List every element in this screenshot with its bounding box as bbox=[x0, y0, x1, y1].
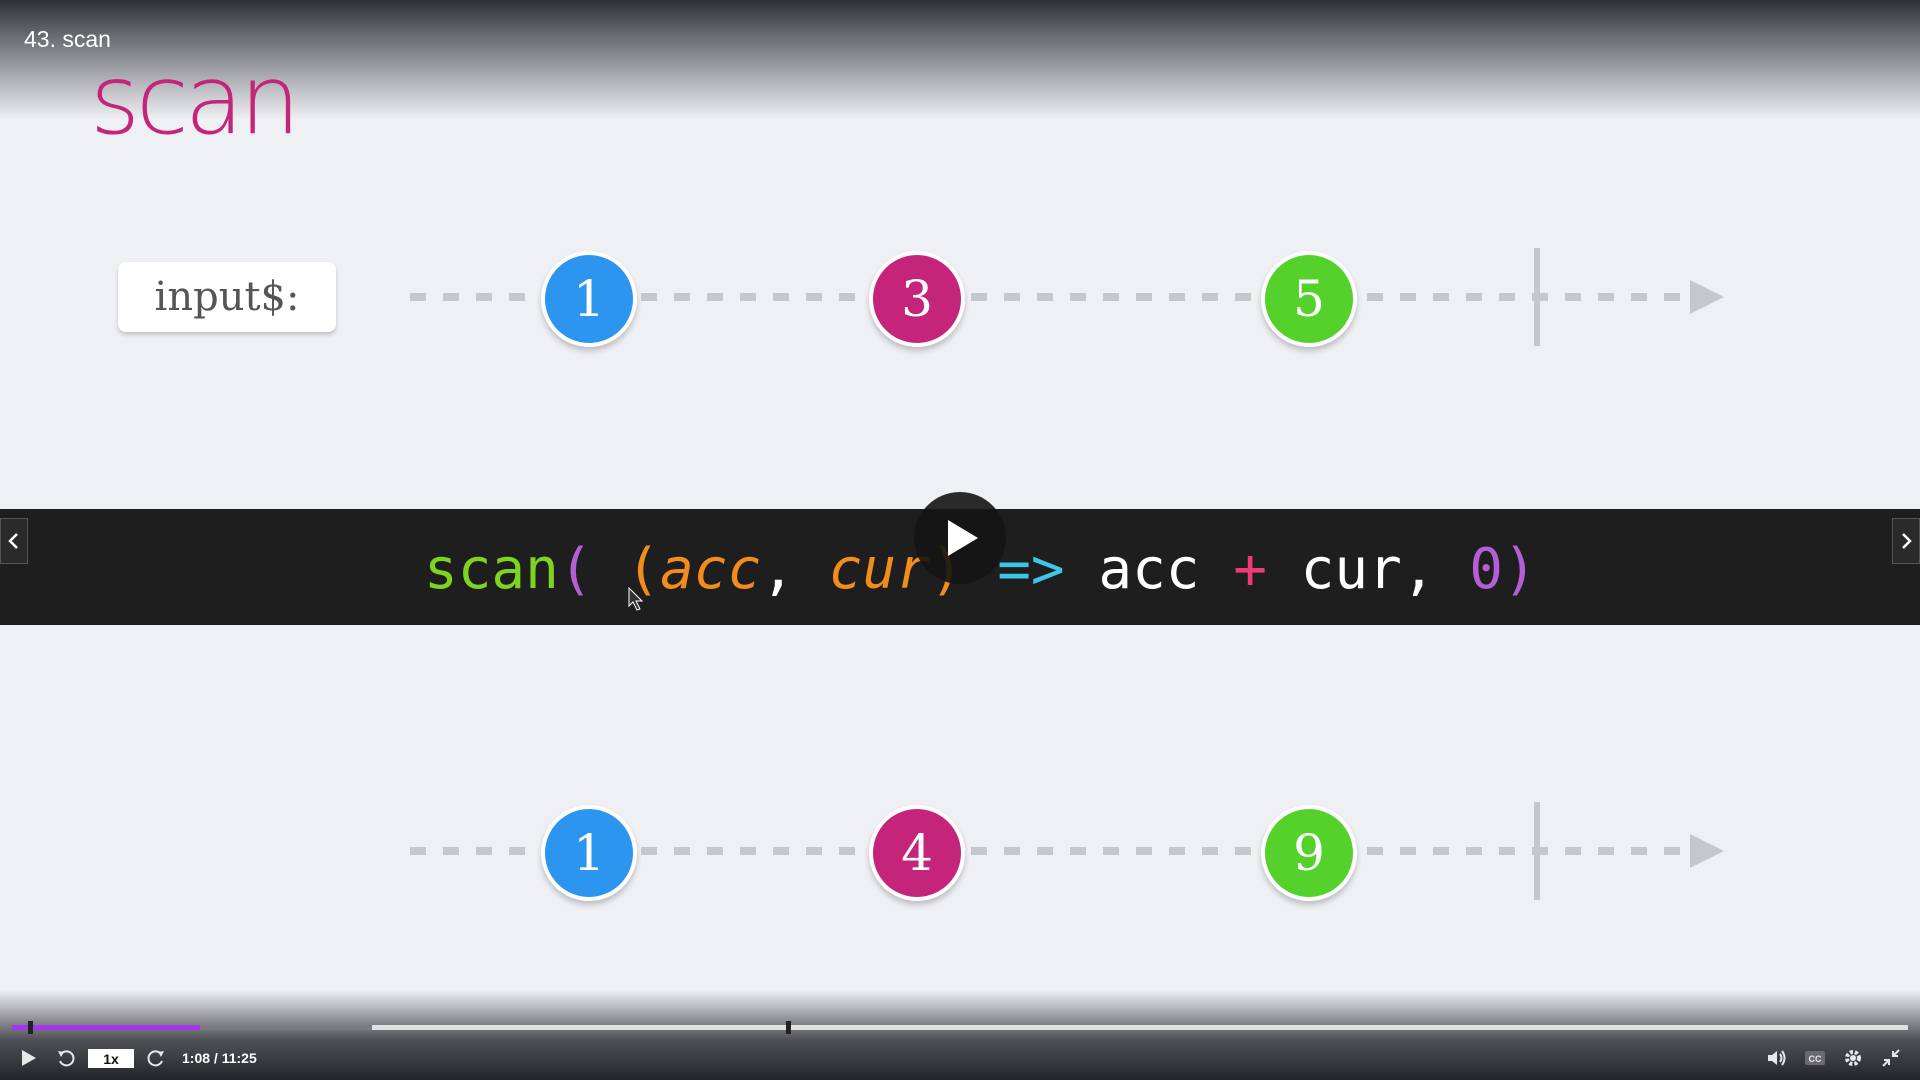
input-stream-label: input$: bbox=[118, 262, 336, 332]
player-controls: 1x 1:08 / 11:25 CC bbox=[0, 1040, 1920, 1076]
captions-button[interactable]: CC bbox=[1802, 1046, 1828, 1070]
lecture-title: 43. scan bbox=[24, 26, 111, 52]
bottom-overlay bbox=[0, 990, 1920, 1080]
code-comma-1: , bbox=[761, 537, 829, 602]
top-overlay bbox=[0, 0, 1920, 120]
input-marble-3: 5 bbox=[1261, 251, 1357, 347]
chevron-right-icon bbox=[1902, 533, 1912, 549]
code-body-cur: cur bbox=[1266, 537, 1402, 602]
code-arrow: => bbox=[963, 537, 1065, 602]
output-timeline bbox=[0, 796, 1920, 906]
forward-button[interactable] bbox=[144, 1046, 168, 1070]
rewind-button[interactable] bbox=[54, 1046, 78, 1070]
bookmark-marker[interactable] bbox=[786, 1021, 791, 1034]
code-close-paren: ) bbox=[1502, 537, 1537, 602]
chevron-left-icon bbox=[8, 533, 18, 549]
rewind-icon bbox=[58, 1050, 75, 1067]
play-icon bbox=[22, 1050, 36, 1066]
exit-fullscreen-button[interactable] bbox=[1878, 1046, 1904, 1070]
code-plus: + bbox=[1199, 537, 1267, 602]
code-fn: scan bbox=[424, 537, 559, 602]
operator-code: scan( (acc, cur) => acc + cur, 0) bbox=[424, 537, 1537, 602]
volume-icon bbox=[1768, 1050, 1786, 1066]
input-timeline bbox=[0, 242, 1920, 352]
code-comma-2: , bbox=[1401, 537, 1436, 602]
playback-speed-button[interactable]: 1x bbox=[88, 1049, 134, 1068]
code-seed: 0 bbox=[1435, 537, 1503, 602]
input-marble-1: 1 bbox=[541, 251, 637, 347]
code-open-paren: ( bbox=[558, 537, 593, 602]
slide-title: scan bbox=[90, 44, 300, 156]
output-marble-2: 4 bbox=[869, 805, 965, 901]
captions-icon: CC bbox=[1805, 1051, 1825, 1065]
play-icon bbox=[948, 520, 978, 556]
code-param-acc: acc bbox=[660, 537, 762, 602]
exit-fullscreen-icon bbox=[1882, 1049, 1900, 1067]
forward-icon bbox=[147, 1050, 164, 1067]
time-display: 1:08 / 11:25 bbox=[182, 1050, 257, 1066]
progress-fill bbox=[12, 1025, 200, 1030]
output-marble-3: 9 bbox=[1261, 805, 1357, 901]
bookmark-marker[interactable] bbox=[28, 1021, 33, 1034]
play-button[interactable] bbox=[16, 1046, 40, 1070]
previous-lecture-button[interactable] bbox=[0, 518, 28, 564]
settings-icon bbox=[1845, 1050, 1861, 1066]
input-timeline-line bbox=[410, 248, 1724, 346]
center-play-button[interactable] bbox=[914, 492, 1006, 584]
volume-button[interactable] bbox=[1764, 1046, 1790, 1070]
code-body-acc: acc bbox=[1064, 537, 1200, 602]
next-lecture-button[interactable] bbox=[1892, 518, 1920, 564]
input-marble-2: 3 bbox=[869, 251, 965, 347]
progress-bar[interactable] bbox=[12, 1021, 1908, 1034]
settings-button[interactable] bbox=[1840, 1046, 1866, 1070]
code-param-cur: cur bbox=[828, 537, 930, 602]
output-marble-1: 1 bbox=[541, 805, 637, 901]
output-timeline-line bbox=[410, 802, 1724, 900]
mouse-cursor-icon bbox=[628, 587, 644, 611]
svg-text:CC: CC bbox=[1809, 1054, 1822, 1064]
